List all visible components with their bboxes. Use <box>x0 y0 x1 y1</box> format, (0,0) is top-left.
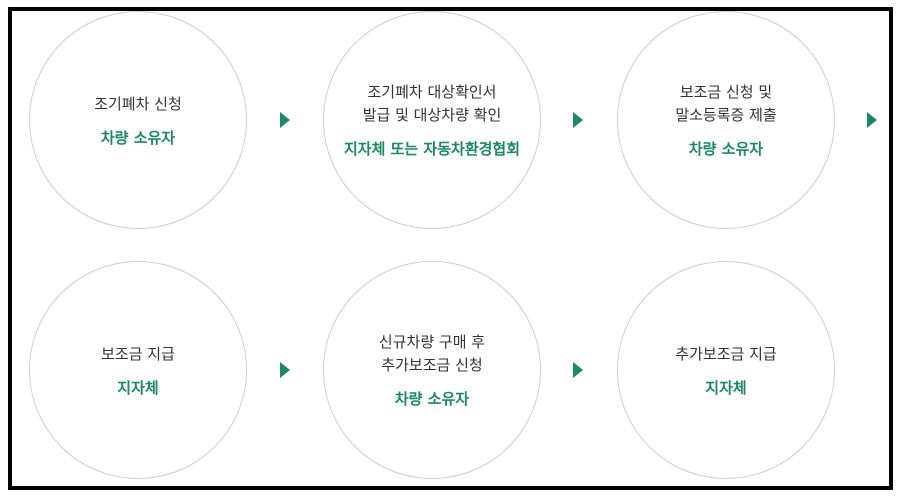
step-6-circle: 추가보조금 지급 지자체 <box>617 261 835 479</box>
step-3-actor: 차량 소유자 <box>688 140 764 158</box>
triangle-right-icon <box>280 112 290 128</box>
step-6-title: 추가보조금 지급 <box>675 344 777 363</box>
triangle-right-icon <box>867 112 877 128</box>
step-2-actor: 지자체 또는 자동차환경협회 <box>343 140 521 158</box>
step-2-circle: 조기폐차 대상확인서 발급 및 대상차량 확인 지자체 또는 자동차환경협회 <box>323 11 541 229</box>
step-3-circle: 보조금 신청 및 말소등록증 제출 차량 소유자 <box>617 11 835 229</box>
step-2-title: 조기폐차 대상확인서 발급 및 대상차량 확인 <box>362 83 502 124</box>
step-4-title: 보조금 지급 <box>101 344 175 363</box>
triangle-right-icon <box>573 112 583 128</box>
step-4-actor: 지자체 <box>117 378 159 397</box>
step-1-circle: 조기폐차 신청 차량 소유자 <box>29 11 247 229</box>
step-1-actor: 차량 소유자 <box>100 128 176 147</box>
triangle-right-icon <box>280 362 290 378</box>
step-3-title: 보조금 신청 및 말소등록증 제출 <box>675 83 777 124</box>
process-diagram: 조기폐차 신청 차량 소유자 조기폐차 대상확인서 발급 및 대상차량 확인 지… <box>8 7 893 490</box>
step-5-circle: 신규차량 구매 후 추가보조금 신청 차량 소유자 <box>323 261 541 479</box>
step-1-title: 조기폐차 신청 <box>94 94 182 113</box>
step-6-actor: 지자체 <box>705 378 747 397</box>
step-5-title: 신규차량 구매 후 추가보조금 신청 <box>378 333 486 374</box>
step-5-actor: 차량 소유자 <box>394 390 470 408</box>
triangle-right-icon <box>573 362 583 378</box>
step-4-circle: 보조금 지급 지자체 <box>29 261 247 479</box>
